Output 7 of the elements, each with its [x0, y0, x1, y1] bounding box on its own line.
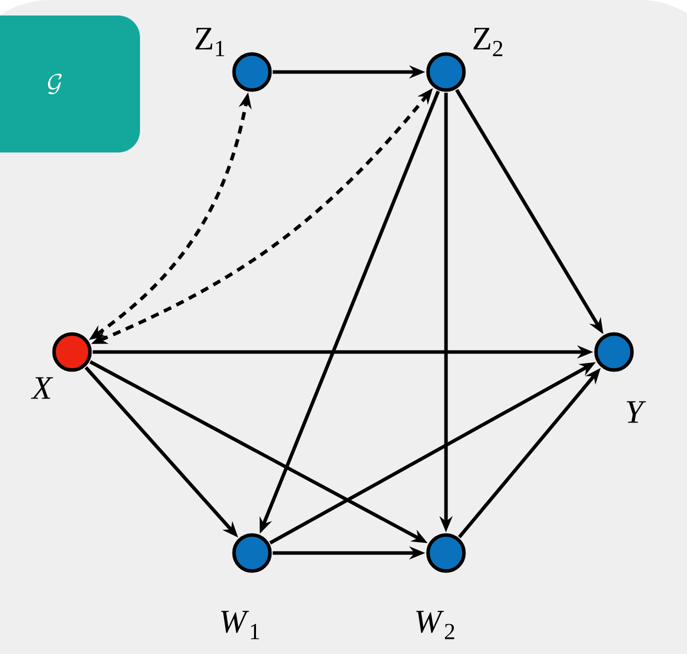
node-label: X: [30, 377, 54, 399]
node-label: Z$_{1}$: [196, 28, 224, 56]
node-label: Y: [626, 401, 646, 423]
node-label: Z$_{2}$: [474, 28, 502, 56]
node-label: W$_{1}$: [221, 610, 260, 640]
graph-label-box: $\mathcal{G}$: [0, 16, 140, 152]
node-label: W$_{2}$: [416, 610, 454, 640]
